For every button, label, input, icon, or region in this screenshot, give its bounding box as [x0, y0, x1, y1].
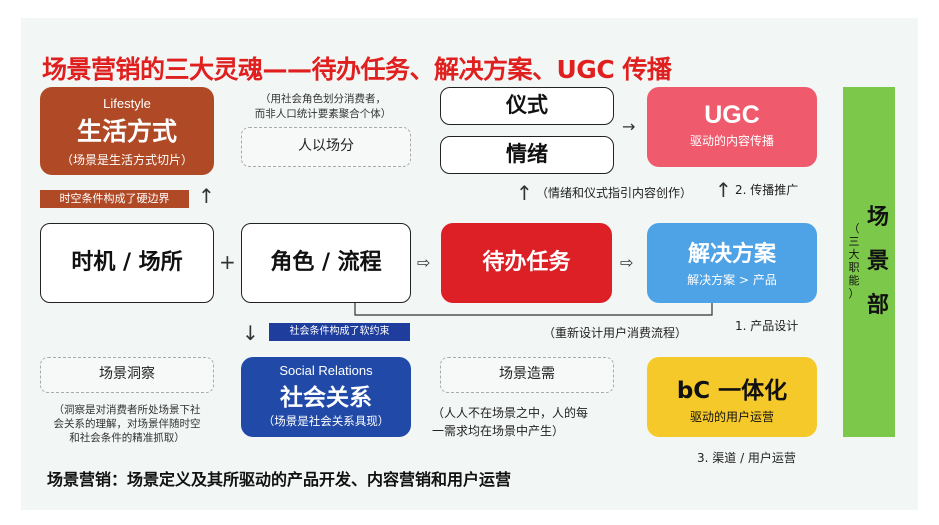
content-note: （情绪和仪式指引内容创作） [536, 186, 693, 200]
up-arrow-icon: ↑ [516, 181, 533, 205]
page-title: 场景营销的三大灵魂——待办任务、解决方案、UGC 传播 [42, 55, 672, 84]
role-flow-box: 角色 / 流程 [241, 223, 411, 303]
right-arrow-icon: → [622, 117, 636, 136]
role-note-line: （用社会角色划分消费者， [260, 93, 386, 105]
step-2-label: 2. 传播推广 [735, 183, 799, 197]
role-note-line: 而非人口统计要素聚合个体） [254, 108, 392, 120]
bc-subtitle: 驱动的用户运营 [689, 410, 774, 424]
scene-department-bar [843, 87, 895, 437]
lifestyle-title: 生活方式 [76, 117, 177, 146]
redesign-note: （重新设计用户消费流程） [543, 326, 688, 340]
ugc-box: UGC 驱动的内容传播 [647, 87, 817, 167]
social-title: 社会关系 [280, 385, 372, 411]
social-english-label: Social Relations [279, 363, 373, 378]
jobs-to-be-done-box: 待办任务 [441, 223, 612, 303]
emotion-box: 情绪 [440, 136, 614, 174]
solution-subtitle: 解决方案 > 产品 [687, 273, 777, 287]
social-subtitle: （场景是社会关系具现） [262, 414, 390, 428]
hollow-right-arrow-icon: ⇨ [620, 253, 634, 272]
up-arrow-icon: ↑ [715, 178, 732, 202]
lifestyle-english-label: Lifestyle [103, 96, 151, 111]
people-by-scene-box: 人以场分 [241, 127, 411, 167]
footer-definition: 场景营销：场景定义及其所驱动的产品开发、内容营销和用户运营 [47, 470, 512, 489]
down-arrow-icon: ↓ [242, 321, 259, 345]
bc-integration-box: bC 一体化 驱动的用户运营 [647, 357, 817, 437]
ritual-box: 仪式 [440, 87, 614, 125]
solution-title: 解决方案 [687, 242, 776, 267]
demand-note-line: （人人不在场景之中，人的每 [432, 406, 589, 420]
three-functions-label: （三大职能） [848, 222, 860, 300]
bc-title: bC 一体化 [676, 378, 788, 404]
hollow-right-arrow-icon: ⇨ [417, 253, 431, 272]
solution-box: 解决方案 解决方案 > 产品 [647, 223, 817, 303]
time-constraint-tag: 时空条件构成了硬边界 [40, 190, 189, 208]
ugc-title: UGC [704, 101, 760, 129]
step-1-label: 1. 产品设计 [735, 319, 799, 333]
ugc-subtitle: 驱动的内容传播 [689, 134, 774, 148]
step-3-label: 3. 渠道 / 用户运营 [697, 451, 796, 465]
insight-note-line: 和社会条件的精准抓取） [69, 432, 185, 444]
demand-note-line: 一需求均在场景中产生） [432, 424, 565, 438]
scene-insight-box: 场景洞察 [40, 357, 214, 393]
insight-note-line: （洞察是对消费者所处场景下社 [53, 404, 201, 416]
time-place-box: 时机 / 场所 [40, 223, 214, 303]
social-constraint-tag: 社会条件构成了软约束 [269, 323, 410, 341]
plus-sign: + [219, 250, 236, 274]
up-arrow-icon: ↑ [198, 184, 215, 208]
demand-note: （人人不在场景之中，人的每 一需求均在场景中产生） [432, 404, 622, 440]
role-note: （用社会角色划分消费者， 而非人口统计要素聚合个体） [248, 92, 398, 122]
social-relations-box: Social Relations 社会关系 （场景是社会关系具现） [241, 357, 411, 437]
insight-note-line: 会关系的理解，对场景伴随时空 [53, 418, 201, 430]
lifestyle-box: Lifestyle 生活方式 （场景是生活方式切片） [40, 87, 214, 175]
scene-demand-box: 场景造需 [440, 357, 614, 393]
lifestyle-subtitle: （场景是生活方式切片） [60, 153, 193, 167]
scene-department-label: 场景部 [866, 205, 889, 318]
insight-note: （洞察是对消费者所处场景下社 会关系的理解，对场景伴随时空 和社会条件的精准抓取… [42, 403, 212, 445]
